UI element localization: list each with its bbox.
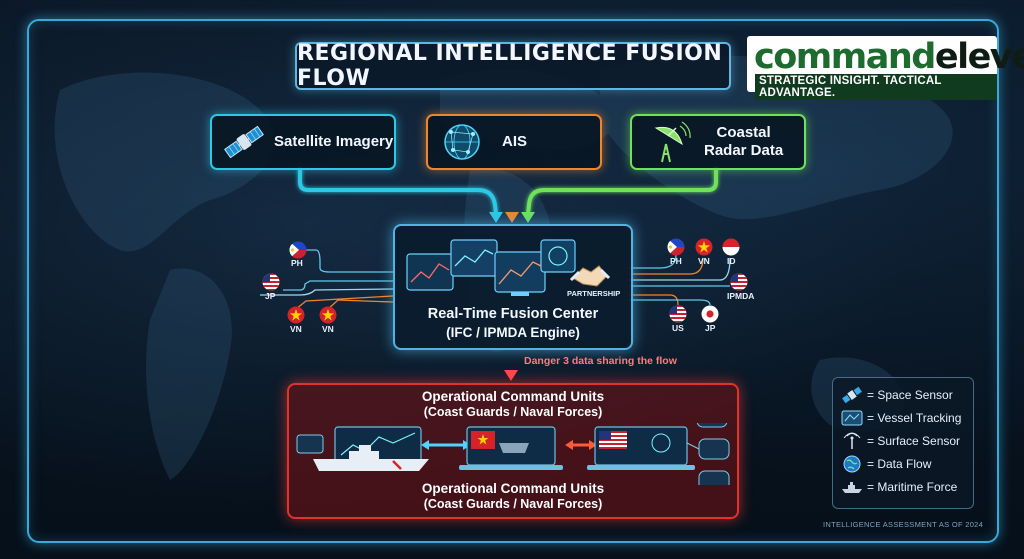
flag-label-right-id: ID — [727, 256, 736, 266]
brand-name-part1: command — [754, 37, 936, 77]
legend-label-vessel-tracking: = Vessel Tracking — [867, 411, 962, 425]
flag-label-left-jp: JP — [265, 291, 276, 301]
usa-flag — [262, 273, 280, 291]
left-line-ph — [305, 249, 393, 273]
danger-flow-arrow — [504, 370, 518, 381]
japan-flag — [701, 305, 719, 323]
ops-bottom-subtitle: (Coast Guards / Naval Forces) — [423, 497, 603, 511]
surface-sensor-icon — [843, 432, 861, 449]
monitor-chart-line — [410, 263, 450, 283]
maritime-force-icon — [842, 482, 862, 493]
coast-guard-ship — [313, 459, 429, 471]
satellite-flow-arrow — [489, 212, 503, 223]
page-title: REGIONAL INTELLIGENCE FUSION FLOW — [297, 41, 723, 91]
right-line-id — [629, 257, 731, 281]
flag-label-right-us: US — [672, 323, 684, 333]
right-line-us — [629, 294, 679, 306]
fusion-monitors-illustration — [406, 239, 611, 296]
flag-label-right-ph: PH — [670, 256, 682, 266]
flag-label-left-vn2: VN — [322, 324, 334, 334]
source-satellite-imagery: Satellite Imagery — [210, 114, 396, 170]
legend-label-space-sensor: = Space Sensor — [867, 388, 953, 402]
vietnam-star-icon — [477, 434, 489, 445]
indonesia-flag — [722, 238, 740, 256]
partnership-label: PARTNERSHIP — [567, 289, 621, 298]
footer-note: INTELLIGENCE ASSESSMENT AS OF 2024 — [823, 520, 984, 529]
flag-label-left-vn1: VN — [290, 324, 302, 334]
legend-label-maritime-force: = Maritime Force — [867, 480, 958, 494]
philippines-flag — [667, 238, 685, 256]
usa-flag — [669, 305, 687, 323]
source-label-ais: AIS — [502, 133, 528, 150]
fusion-center-subtitle: (IFC / IPMDA Engine) — [446, 325, 580, 340]
radar-flow-line — [526, 167, 718, 215]
left-line-vn2 — [327, 299, 394, 310]
brand-logo: commandeleven STRATEGIC INSIGHT. TACTICA… — [747, 36, 1024, 100]
left-line-jp — [283, 280, 393, 291]
source-label-radar-line2: Radar Data — [704, 142, 784, 159]
vietnam-flag — [319, 306, 337, 324]
vessel-tracking-icon — [841, 410, 863, 426]
brand-tagline: STRATEGIC INSIGHT. TACTICAL ADVANTAGE. — [755, 74, 997, 100]
vietnam-flag — [287, 306, 305, 324]
right-line-jp — [629, 299, 711, 306]
ops-bottom-title: Operational Command Units — [421, 481, 605, 496]
fusion-center-box: PARTNERSHIP Real-Time Fusion Center (IFC… — [393, 224, 633, 350]
monitor-chart-line — [454, 249, 494, 267]
fusion-center-title: Real-Time Fusion Center — [427, 306, 599, 322]
legend-item-vessel-tracking: = Vessel Tracking — [841, 408, 961, 428]
ops-top-title: Operational Command Units — [421, 389, 605, 404]
left-line-vn1 — [295, 295, 394, 310]
source-coastal-radar: Coastal Radar Data — [630, 114, 806, 170]
monitor-chart-line — [498, 261, 542, 285]
ops-illustration — [296, 423, 730, 485]
legend-item-data-flow: = Data Flow — [841, 454, 931, 474]
source-label-radar: Coastal Radar Data — [704, 124, 783, 160]
ais-flow-arrow — [505, 212, 519, 223]
legend-label-data-flow: = Data Flow — [867, 457, 932, 471]
radar-flow-arrow — [521, 212, 535, 223]
source-label-satellite: Satellite Imagery — [274, 133, 394, 150]
danger-label: Danger 3 data sharing the flow — [524, 355, 677, 367]
handshake-icon — [569, 265, 611, 287]
philippines-flag — [289, 241, 307, 259]
space-sensor-icon — [842, 386, 862, 404]
satellite-flow-line — [298, 167, 498, 215]
ops-top-subtitle: (Coast Guards / Naval Forces) — [423, 405, 603, 419]
vietnam-flag — [695, 238, 713, 256]
operational-command-units-box: Operational Command Units (Coast Guards … — [287, 383, 739, 519]
satellite-icon — [224, 125, 264, 159]
left-line-extra — [260, 288, 394, 296]
usa-flag — [730, 273, 748, 291]
source-ais: AIS — [426, 114, 602, 170]
brand-name-part2: eleven — [934, 37, 1024, 77]
source-label-radar-line1: Coastal — [716, 124, 771, 141]
flag-label-left-ph: PH — [291, 258, 303, 268]
right-line-ph — [629, 254, 677, 269]
legend: = Space Sensor = Vessel Tracking = Surfa… — [832, 377, 974, 509]
globe-network-icon — [444, 124, 480, 160]
legend-item-space-sensor: = Space Sensor — [841, 385, 953, 405]
brand-name: commandeleven — [754, 37, 1024, 77]
legend-item-surface-sensor: = Surface Sensor — [841, 431, 960, 451]
flag-label-right-vn: VN — [698, 256, 710, 266]
legend-label-surface-sensor: = Surface Sensor — [867, 434, 961, 448]
data-flow-icon — [843, 455, 861, 473]
flag-label-right-jp: JP — [705, 323, 716, 333]
legend-item-maritime-force: = Maritime Force — [841, 477, 957, 497]
title-box: REGIONAL INTELLIGENCE FUSION FLOW — [295, 41, 731, 91]
radar-dish-icon — [654, 121, 691, 163]
right-line-vn — [629, 257, 704, 275]
flag-label-right-ipmda: IPMDA — [727, 291, 755, 301]
outer-frame — [27, 19, 999, 543]
